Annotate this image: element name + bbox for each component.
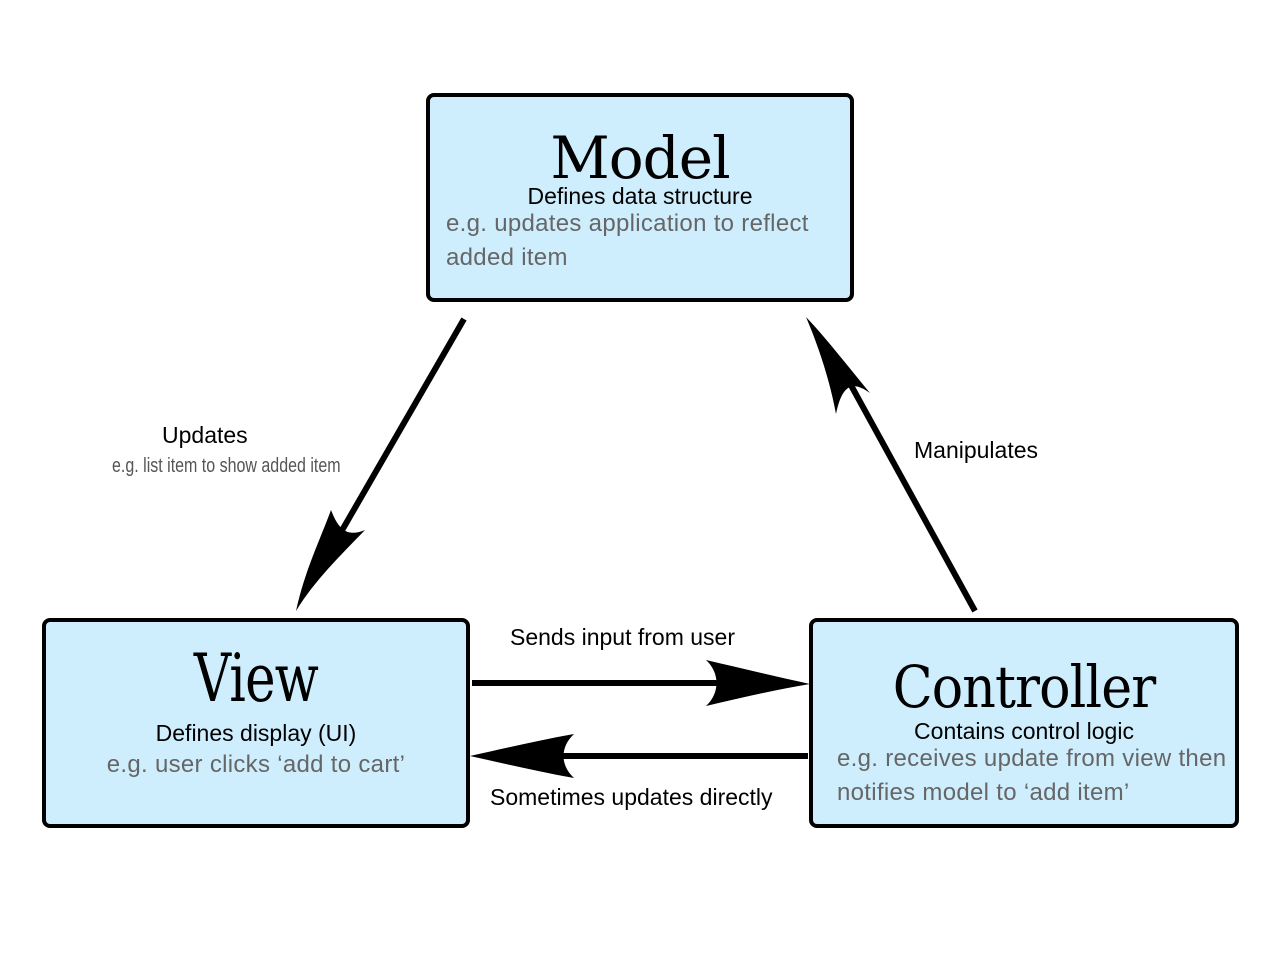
sometimes-updates-label: Sometimes updates directly	[490, 784, 773, 810]
controller-example: e.g. receives update from view then noti…	[837, 745, 1227, 806]
updates-label: Updates	[162, 422, 248, 448]
arrow-model-to-view	[296, 317, 467, 611]
sends-input-label: Sends input from user	[510, 624, 736, 650]
arrow-controller-to-model	[806, 317, 978, 613]
view-subtitle: Defines display (UI)	[155, 720, 357, 746]
model-subtitle: Defines data structure	[527, 183, 753, 209]
model-title: Model	[550, 124, 730, 192]
manipulates-label: Manipulates	[914, 437, 1039, 463]
controller-box: Controller Contains control logic e.g. r…	[809, 618, 1239, 828]
arrow-view-to-controller	[472, 660, 810, 706]
updates-note: e.g. list item to show added item	[112, 455, 341, 477]
view-title: View	[193, 640, 319, 717]
model-box: Model Defines data structure e.g. update…	[426, 93, 854, 302]
model-example: e.g. updates application to reflect adde…	[446, 210, 809, 271]
view-box: View Defines display (UI) e.g. user clic…	[42, 618, 470, 828]
controller-title: Controller	[892, 653, 1156, 721]
view-example: e.g. user clicks ‘add to cart’	[106, 751, 406, 778]
arrow-controller-to-view	[470, 734, 808, 778]
controller-subtitle: Contains control logic	[914, 718, 1134, 744]
